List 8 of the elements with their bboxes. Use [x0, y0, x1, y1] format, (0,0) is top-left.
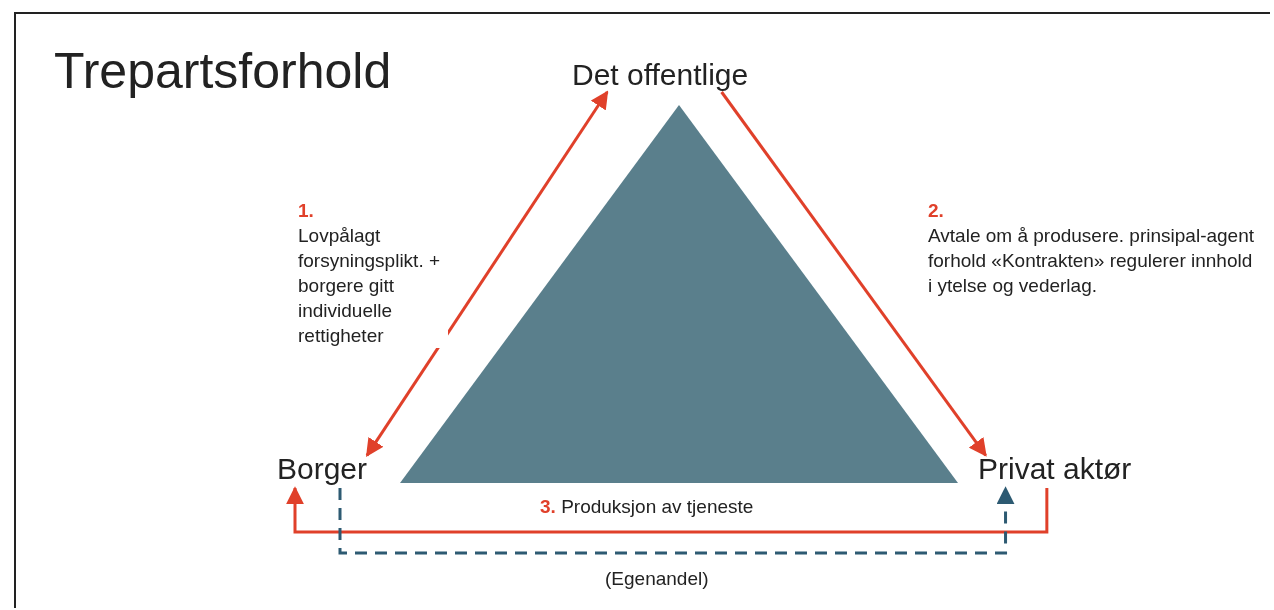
- arrow: [286, 486, 1049, 534]
- node-label: Privat aktør: [978, 452, 1132, 486]
- arrow: [338, 486, 1015, 555]
- arrow: [720, 91, 987, 457]
- node-label: Det offentlige: [572, 58, 749, 92]
- arrow: [365, 90, 609, 457]
- title: Trepartsforhold: [54, 42, 392, 100]
- node-label: Borger: [277, 452, 368, 486]
